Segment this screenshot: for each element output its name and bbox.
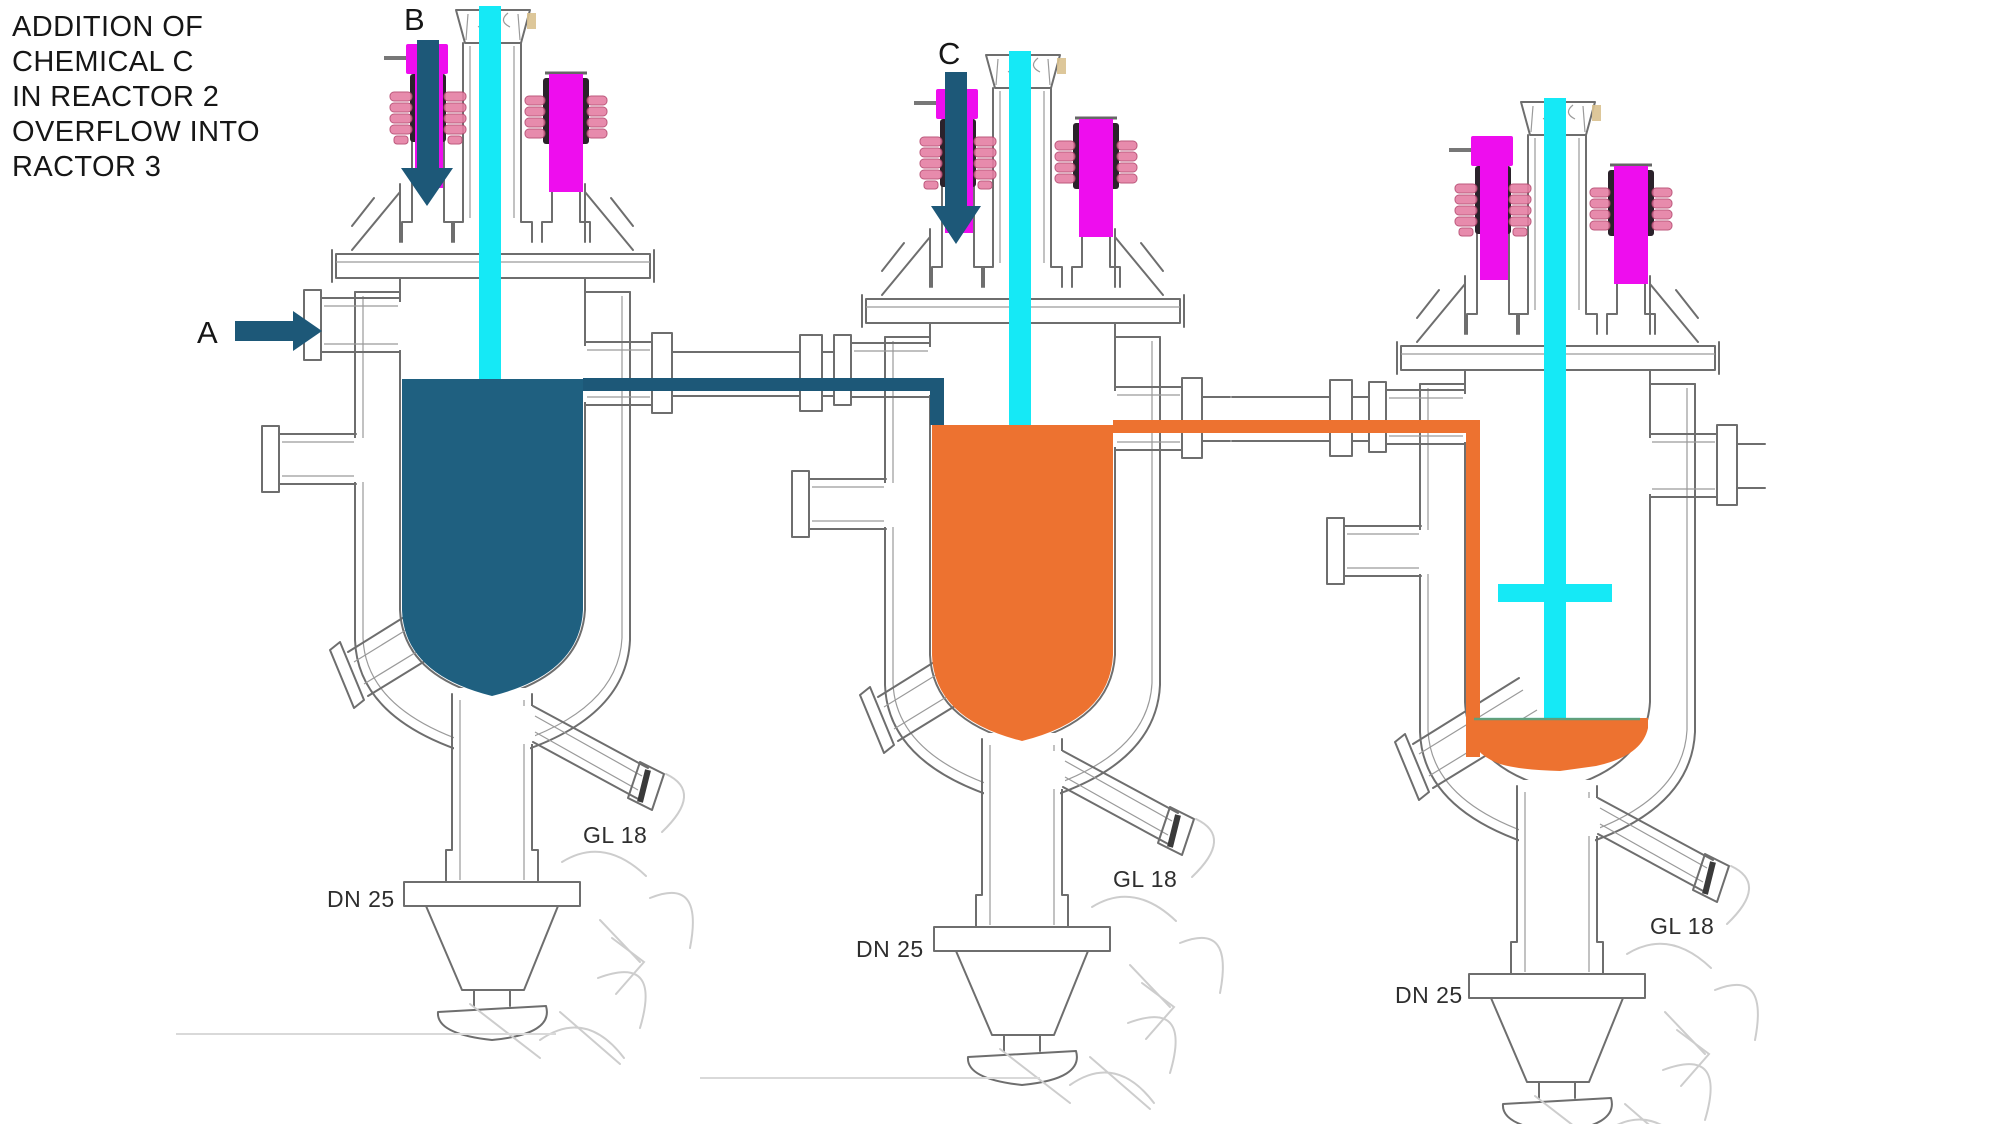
annotation-line: RACTOR 3 [12,151,161,183]
annotation-block: ADDITION OF CHEMICAL C IN REACTOR 2 OVER… [12,11,260,183]
reactor-3-impeller [1498,584,1612,602]
reactor-3-stirrer-shaft [1544,98,1566,720]
stream-a-arrow [235,311,322,351]
reactor-1-drain-label: GL 18 [583,822,647,848]
reactor-2-drain-label: GL 18 [1113,866,1177,892]
stream-b-arrow [401,40,453,206]
reactor-1-valve-label: DN 25 [327,886,395,912]
transfer-tube-2-3 [1231,396,1331,442]
reactor-1-stirrer-shaft [479,6,501,379]
transfer-tube-1-2 [699,351,801,397]
coupling-2-3 [1329,379,1353,457]
transfer-tube-2-3b [1351,396,1370,442]
reactor-1-liquid [402,379,583,696]
annotation-line: OVERFLOW INTO [12,116,260,148]
reactor-2-liquid [932,425,1113,741]
transfer-tube-1-2b [821,351,835,397]
reactor-2-stirrer-shaft [1009,51,1031,425]
annotation-line: IN REACTOR 2 [12,81,219,113]
stream-a-label: A [197,315,218,350]
stream-c-arrow [931,72,981,244]
overflow-pipe-1-to-2 [583,378,944,425]
reactor-2-valve-label: DN 25 [856,936,924,962]
reactor-3-liquid-pool [1467,718,1648,771]
coupling-1-2 [799,334,823,412]
stream-c-label: C [938,36,960,71]
annotation-line: ADDITION OF [12,11,203,43]
reactor-3-drain-label: GL 18 [1650,913,1714,939]
stream-b-label: B [404,2,425,37]
annotation-line: CHEMICAL C [12,46,194,78]
reactor-3-valve-label: DN 25 [1395,982,1463,1008]
